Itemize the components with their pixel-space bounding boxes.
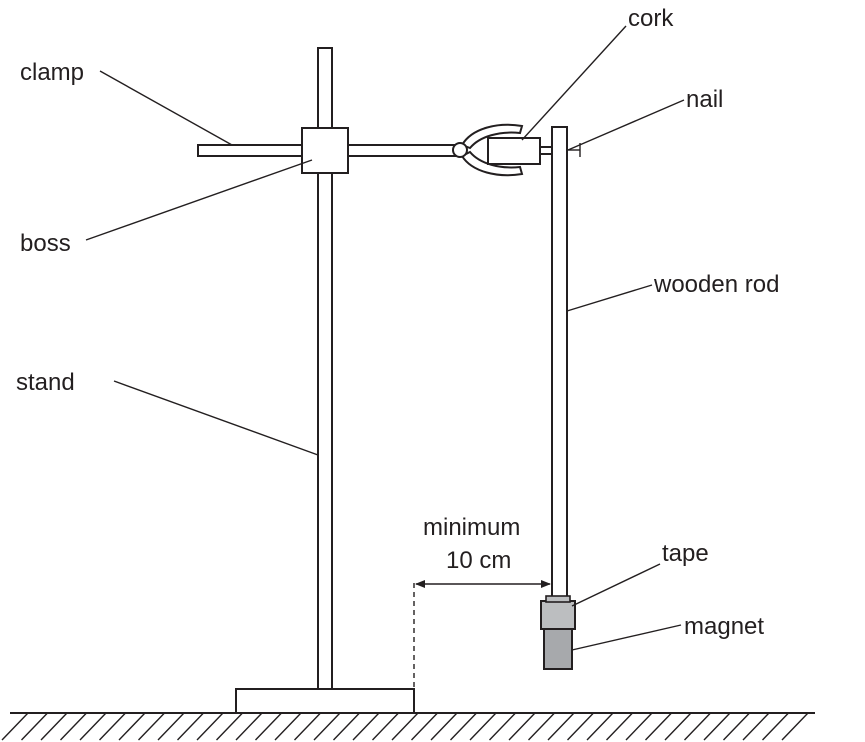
hatch-line <box>79 712 107 741</box>
boss <box>301 127 349 174</box>
magnet-label: magnet <box>684 613 764 640</box>
hatch-line <box>137 712 166 741</box>
hatch-line <box>566 712 595 741</box>
hatch-line <box>722 712 751 741</box>
hatch-line <box>508 712 536 741</box>
clamp-label: clamp <box>20 59 84 86</box>
hatch-line <box>196 712 224 741</box>
hatch-line <box>274 712 302 741</box>
hatch-line <box>352 712 380 741</box>
cork <box>487 137 541 165</box>
magnet <box>543 628 573 670</box>
hatch-line <box>293 712 322 741</box>
hatch-line <box>683 712 712 741</box>
hatch-line <box>761 712 790 741</box>
hatch-line <box>1 712 29 741</box>
wooden-rod-label: wooden rod <box>653 271 779 298</box>
minimum-label: minimum <box>423 514 520 541</box>
clamp-jaws <box>452 123 524 177</box>
boss-label: boss <box>20 230 71 257</box>
hatch-line <box>332 712 361 741</box>
hatch-line <box>527 712 556 741</box>
hatch-line <box>176 712 205 741</box>
hatch-line <box>254 712 283 741</box>
stand-label: stand <box>16 369 75 396</box>
clamp-leader-line <box>99 70 233 146</box>
nail-label: nail <box>686 86 723 113</box>
hatch-line <box>215 712 244 741</box>
wooden-rod <box>551 126 568 602</box>
hatch-line <box>586 712 614 741</box>
cork-rod-connector <box>539 146 553 155</box>
tape-top-lip <box>545 595 571 603</box>
hatch-line <box>488 712 517 741</box>
hatch-line <box>371 712 400 741</box>
wooden-rod-leader-line <box>566 284 653 312</box>
stand-leader-line <box>113 380 319 456</box>
tape-leader-line <box>571 563 661 607</box>
magnet-leader-line <box>571 624 682 651</box>
hatch-line <box>157 712 185 741</box>
ground <box>1 712 815 741</box>
hatch-line <box>430 712 458 741</box>
hatch-line <box>98 712 127 741</box>
hatch-line <box>391 712 419 741</box>
hatch-line <box>313 712 341 741</box>
stand-base <box>235 688 415 714</box>
ground-hatching <box>1 712 809 741</box>
cork-leader-line <box>521 25 627 141</box>
hatch-line <box>781 712 809 741</box>
hatch-line <box>40 712 68 741</box>
cork-label: cork <box>628 5 674 32</box>
hatch-line <box>410 712 439 741</box>
hatch-line <box>644 712 673 741</box>
nail-leader-line <box>567 99 685 151</box>
hatch-line <box>59 712 88 741</box>
hatch-line <box>449 712 478 741</box>
tape-label: tape <box>662 540 709 567</box>
hatch-line <box>664 712 692 741</box>
hatch-line <box>625 712 653 741</box>
distance-label: 10 cm <box>446 547 511 574</box>
boss-leader-line <box>85 159 313 241</box>
hatch-line <box>118 712 146 741</box>
stand-pole <box>317 47 333 690</box>
hatch-line <box>605 712 634 741</box>
hatch-line <box>703 712 731 741</box>
hatch-line <box>20 712 49 741</box>
hatch-line <box>469 712 497 741</box>
hatch-line <box>742 712 770 741</box>
hatch-line <box>235 712 263 741</box>
hatch-line <box>547 712 575 741</box>
tape <box>540 600 576 630</box>
